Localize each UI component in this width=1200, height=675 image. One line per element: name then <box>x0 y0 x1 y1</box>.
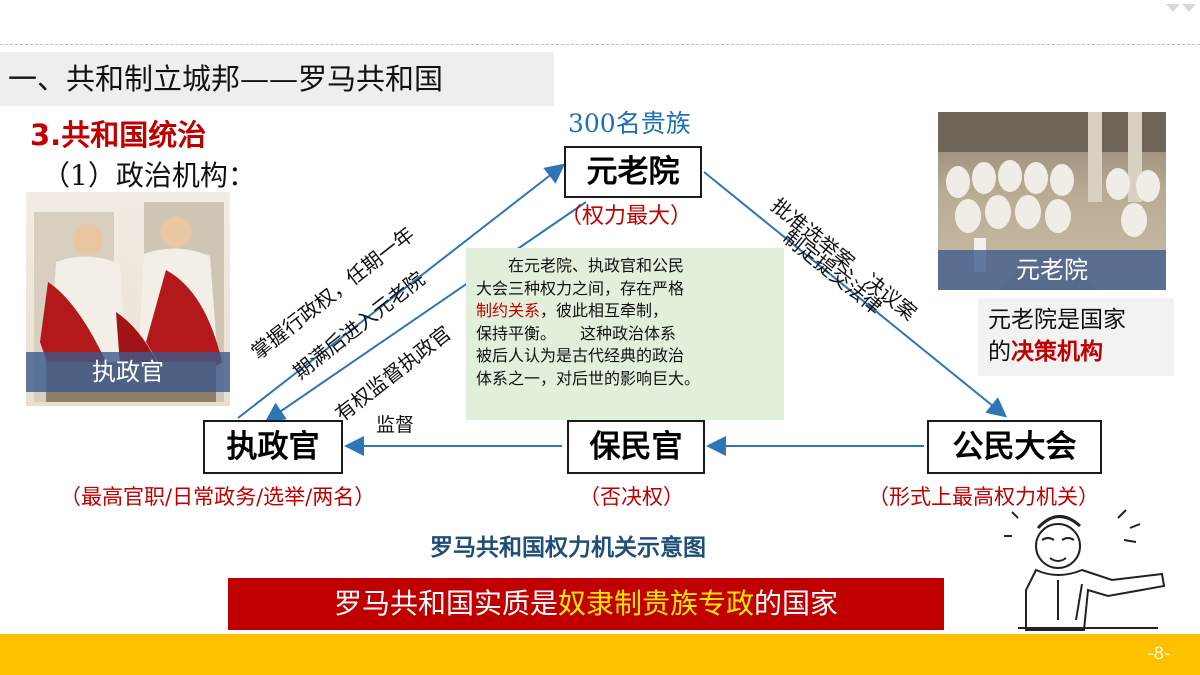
decision-line-2: 的决策机构 <box>988 339 1103 365</box>
balance-note-box: 在元老院、执政官和公民 大会三种权力之间，存在严格 制约关系，彼此相互牵制， 保… <box>466 248 784 420</box>
note-line: 被后人认为是古代经典的政治 <box>476 346 685 365</box>
corner-marker-icon <box>1182 4 1196 12</box>
section-heading: 3.共和国统治 <box>30 118 207 152</box>
senate-photo-label: 元老院 <box>938 250 1166 290</box>
tribune-subtitle: （否决权） <box>579 485 684 509</box>
note-line: 制约关系，彼此相互牵制， <box>476 301 669 320</box>
consul-photo: 执政官 <box>26 192 230 406</box>
diagram-caption: 罗马共和国权力机关示意图 <box>430 535 706 561</box>
tribune-box: 保民官 <box>567 420 705 474</box>
consul-box: 执政官 <box>203 420 343 474</box>
page-number: -8- <box>1147 644 1170 664</box>
decision-body-note: 元老院是国家 的决策机构 <box>978 298 1174 376</box>
arrow-consul-to-senate <box>237 163 566 419</box>
subsection-heading: （1）政治机构： <box>42 159 256 192</box>
top-divider <box>0 44 1200 45</box>
senate-subtitle: （权力最大） <box>560 204 693 229</box>
senate-member-note: 300名贵族 <box>568 109 691 138</box>
senate-box: 元老院 <box>564 146 702 198</box>
corner-marker-icon <box>1166 4 1180 12</box>
conclusion-banner: 罗马共和国实质是奴隶制贵族专政的国家 <box>228 578 944 630</box>
note-line: 大会三种权力之间，存在严格 <box>476 278 685 298</box>
arrow-senate-to-assembly <box>703 171 1008 418</box>
arrow-senate-to-consul <box>264 201 587 423</box>
decision-highlight: 决策机构 <box>1011 339 1103 365</box>
cartoon-figure-icon <box>1004 509 1166 631</box>
arrow-label-tribune-supervise: 监督 <box>376 414 415 436</box>
slide-title: 一、共和制立城邦——罗马共和国 <box>0 52 554 106</box>
assembly-box: 公民大会 <box>927 420 1102 474</box>
banner-highlight: 奴隶制贵族专政 <box>557 587 754 620</box>
note-line: 在元老院、执政官和公民 <box>508 256 685 275</box>
senate-photo: 元老院 <box>938 112 1166 290</box>
consul-subtitle: （最高官职/日常政务/选举/两名） <box>60 485 376 509</box>
footer-bar <box>0 634 1200 675</box>
assembly-subtitle: （形式上最高权力机关） <box>868 485 1099 509</box>
note-line: 体系之一，对后世的影响巨大。 <box>476 368 701 388</box>
decision-line-1: 元老院是国家 <box>988 307 1126 333</box>
note-line: 保持平衡。 这种政治体系 <box>476 323 677 343</box>
consul-photo-label: 执政官 <box>26 352 230 392</box>
note-highlight: 制约关系 <box>476 301 541 320</box>
